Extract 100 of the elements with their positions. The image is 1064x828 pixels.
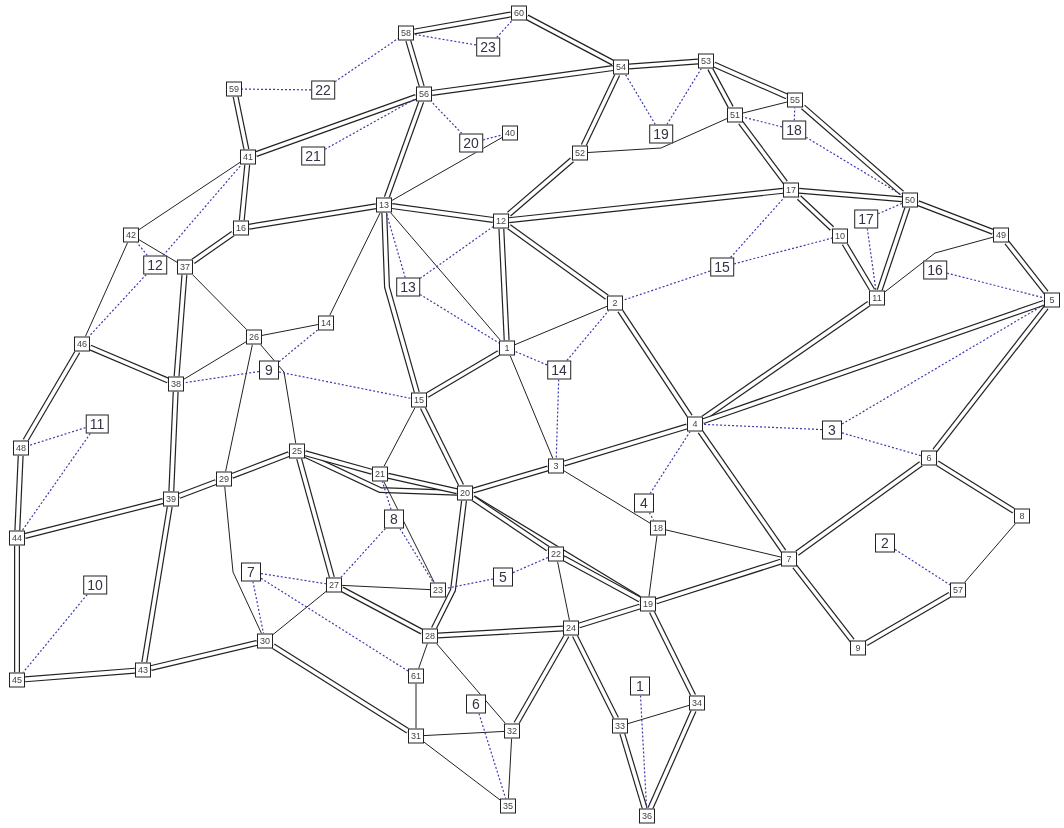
region-label: 9 (259, 360, 279, 380)
road-edge (391, 203, 494, 223)
region-label: 6 (466, 694, 486, 714)
road-edge (578, 603, 641, 629)
point-label: 14 (318, 315, 334, 331)
dotted-link (21, 432, 91, 532)
connector-line (138, 161, 241, 231)
point-label: 16 (233, 220, 249, 236)
road-edge (238, 164, 251, 221)
connector-line (435, 643, 507, 724)
point-label: 59 (226, 81, 242, 97)
point-label: 22 (548, 546, 564, 562)
dotted-link (946, 272, 1045, 299)
point-label: 24 (563, 620, 579, 636)
point-label: 2 (607, 295, 623, 311)
dotted-link (162, 163, 243, 257)
dotted-link (241, 88, 312, 91)
road-edge (22, 350, 81, 442)
point-label: 54 (613, 59, 629, 75)
point-label: 17 (783, 182, 799, 198)
connector-line (383, 481, 435, 583)
road-edge (383, 100, 425, 199)
point-label: 53 (698, 53, 714, 69)
point-label: 9 (850, 640, 866, 656)
dotted-link (555, 378, 560, 460)
connector-line (389, 212, 502, 341)
region-label: 10 (83, 575, 107, 595)
point-label: 46 (74, 336, 90, 352)
dotted-link (340, 527, 386, 579)
region-label: 7 (241, 562, 261, 582)
point-label: 13 (376, 197, 392, 213)
dotted-link (841, 432, 922, 457)
point-label: 49 (993, 227, 1009, 243)
dotted-link (482, 134, 503, 141)
point-label: 56 (416, 86, 432, 102)
point-label: 27 (326, 577, 342, 593)
road-edge (177, 479, 218, 499)
point-label: 52 (572, 145, 588, 161)
dotted-link (622, 270, 711, 301)
region-label: 16 (923, 260, 947, 280)
road-edge (916, 200, 995, 235)
region-label: 23 (476, 37, 500, 57)
road-edge (513, 634, 570, 725)
dotted-link (742, 116, 783, 128)
point-label: 58 (398, 25, 414, 41)
point-label: 3 (548, 458, 564, 474)
region-label: 8 (384, 509, 404, 529)
road-edge (255, 94, 417, 157)
point-label: 39 (163, 491, 179, 507)
road-edge (150, 640, 258, 671)
point-label: 51 (727, 107, 743, 123)
road-edge (168, 391, 179, 492)
point-label: 36 (639, 808, 655, 824)
road-edge (296, 457, 335, 579)
point-label: 50 (902, 192, 918, 208)
road-edge (697, 429, 787, 554)
road-edge (88, 344, 170, 384)
point-label: 23 (430, 582, 446, 598)
dotted-link (399, 527, 434, 584)
road-edge (647, 709, 697, 810)
road-edge (425, 350, 501, 398)
dotted-link (649, 430, 691, 495)
point-label: 37 (177, 259, 193, 275)
connector-line (587, 118, 728, 153)
point-label: 32 (504, 723, 520, 739)
connector-line (272, 591, 327, 635)
dotted-link (514, 350, 548, 366)
road-edge (431, 65, 614, 96)
connector-line (183, 341, 247, 380)
road-edge (572, 634, 619, 720)
road-edge (525, 14, 615, 66)
dotted-link (22, 593, 88, 674)
point-label: 4 (687, 416, 703, 432)
point-label: 21 (372, 466, 388, 482)
dotted-link (385, 211, 406, 279)
road-edge (437, 625, 564, 639)
point-label: 25 (289, 443, 305, 459)
road-edge (472, 465, 549, 494)
point-label: 57 (950, 582, 966, 598)
connector-line (84, 242, 129, 337)
connector-line (627, 704, 690, 725)
connector-line (138, 239, 178, 263)
point-label: 19 (640, 596, 656, 612)
point-label: 6 (921, 450, 937, 466)
region-label: 5 (493, 567, 513, 587)
connector-line (391, 137, 503, 201)
point-label: 11 (869, 290, 885, 306)
road-edge (471, 495, 550, 552)
road-edge (798, 187, 903, 203)
road-edge (795, 461, 923, 556)
road-edge (498, 228, 510, 341)
point-label: 42 (123, 227, 139, 243)
point-label: 26 (246, 329, 262, 345)
road-edge (405, 39, 425, 88)
connector-line (329, 212, 381, 316)
dotted-link (334, 37, 399, 83)
road-edge (617, 308, 693, 419)
road-edge (413, 11, 512, 35)
dotted-link (278, 371, 412, 399)
dotted-link (381, 480, 392, 511)
